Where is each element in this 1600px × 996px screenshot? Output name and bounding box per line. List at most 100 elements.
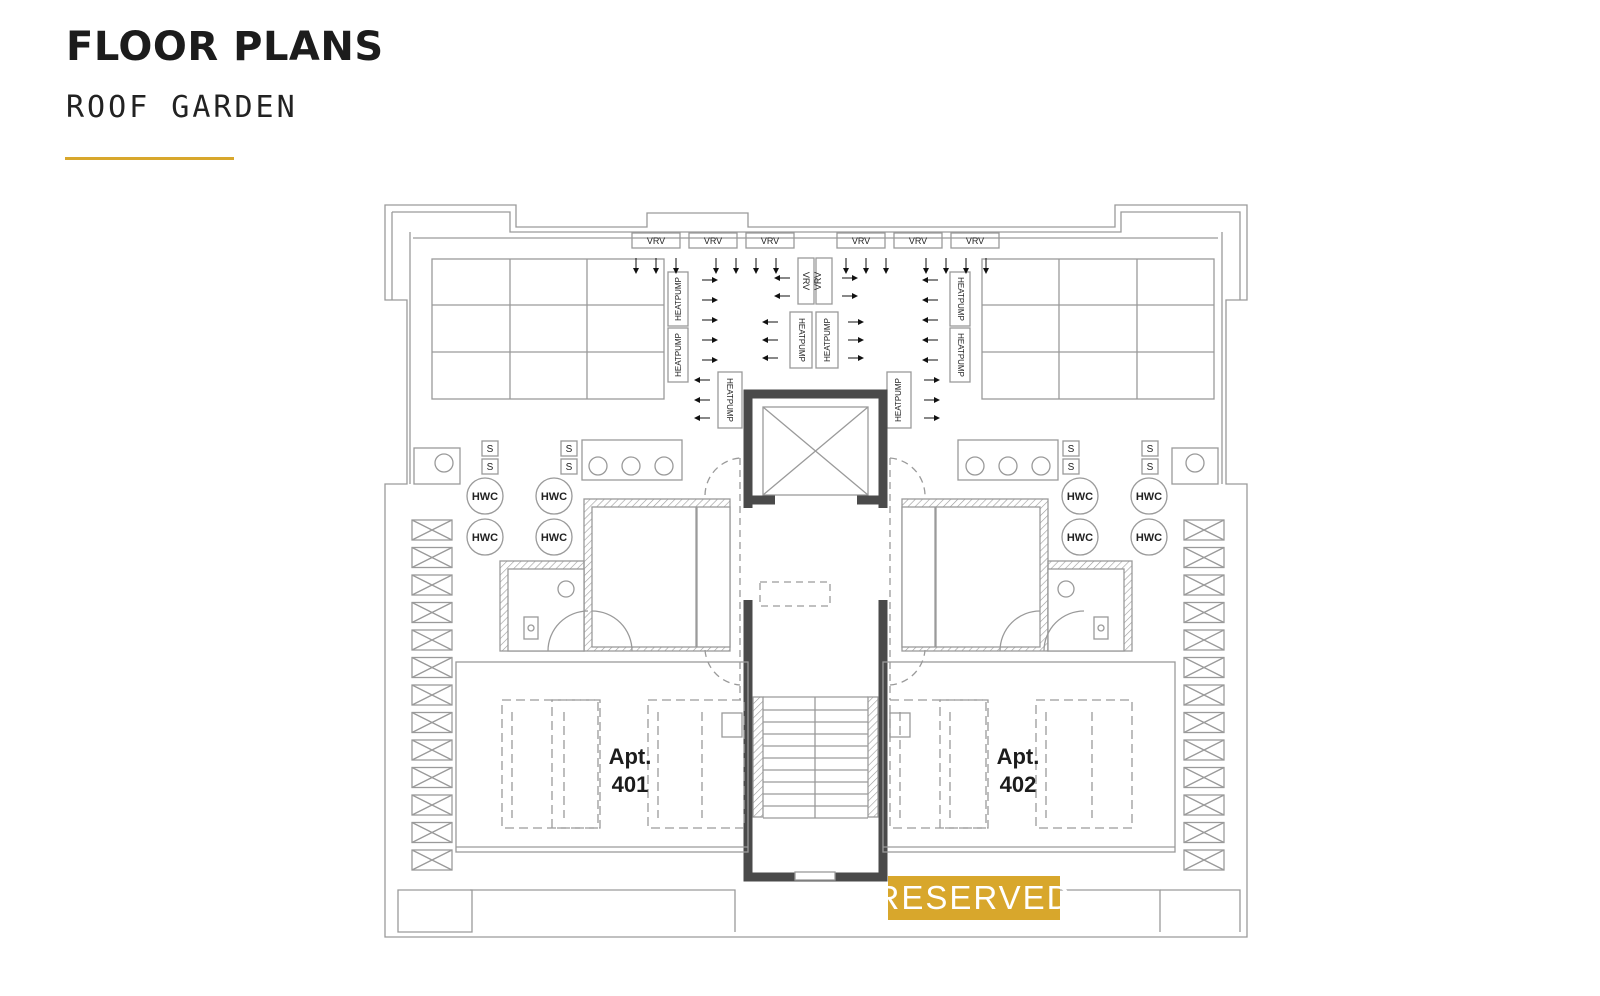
- louvre-slat: [411, 656, 453, 679]
- svg-text:HWC: HWC: [1067, 491, 1093, 503]
- louvre-cross: [411, 711, 453, 734]
- svg-text:S: S: [487, 462, 494, 473]
- stair-core: [743, 600, 888, 882]
- louvre-slat: [411, 601, 453, 624]
- airflow-arrowheads: [633, 268, 989, 421]
- lift-core: [743, 389, 888, 508]
- louvre-panels: [411, 519, 1225, 871]
- louvre-slat: [411, 739, 453, 761]
- louvre-slat: [1183, 546, 1225, 569]
- louvre-slat: [1183, 739, 1225, 761]
- apartment-labels: Apt. 401 Apt. 402: [609, 744, 1040, 797]
- louvre-cross: [1183, 849, 1225, 871]
- louvre-cross: [1183, 574, 1225, 596]
- svg-text:S: S: [1147, 462, 1154, 473]
- page-subtitle: ROOF GARDEN: [66, 90, 298, 125]
- louvre-cross: [1183, 546, 1225, 569]
- hwc-cylinders: HWC HWC HWC HWC HWC HWC HWC HWC: [466, 477, 1168, 556]
- svg-text:S: S: [566, 462, 573, 473]
- louvre-cross: [1183, 821, 1225, 844]
- louvre-cross: [411, 739, 453, 761]
- svg-text:VRV: VRV: [761, 236, 779, 246]
- louvre-cross: [1183, 601, 1225, 624]
- apt-401-label-line1: Apt.: [609, 744, 652, 769]
- svg-text:HWC: HWC: [1136, 532, 1162, 544]
- building-outline: [384, 204, 1248, 938]
- svg-text:HEATPUMP: HEATPUMP: [956, 277, 965, 321]
- svg-text:HEATPUMP: HEATPUMP: [894, 378, 903, 422]
- louvre-cross: [411, 656, 453, 679]
- page-title: FLOOR PLANS: [66, 24, 384, 70]
- tank-units: [413, 439, 1219, 485]
- louvre-cross: [411, 794, 453, 816]
- louvre-cross: [1183, 794, 1225, 816]
- louvre-cross: [411, 821, 453, 844]
- louvre-cross: [411, 629, 453, 651]
- svg-text:HEATPUMP: HEATPUMP: [725, 378, 734, 422]
- svg-text:HEATPUMP: HEATPUMP: [956, 333, 965, 377]
- louvre-slat: [1183, 711, 1225, 734]
- svg-text:VRV: VRV: [704, 236, 722, 246]
- solar-panels-right: [981, 258, 1215, 400]
- louvre-slat: [1183, 601, 1225, 624]
- louvre-slat: [411, 684, 453, 706]
- louvre-slat: [1183, 574, 1225, 596]
- louvre-slat: [1183, 849, 1225, 871]
- louvre-cross: [411, 849, 453, 871]
- apt-401-label-line2: 401: [612, 772, 649, 797]
- louvre-cross: [411, 519, 453, 541]
- svg-text:S: S: [566, 444, 573, 455]
- louvre-cross: [411, 601, 453, 624]
- svg-text:VRV: VRV: [813, 272, 823, 290]
- louvre-slat: [1183, 656, 1225, 679]
- louvre-cross: [411, 546, 453, 569]
- svg-text:HEATPUMP: HEATPUMP: [797, 318, 806, 362]
- vrv-units-vertical: VRV VRV: [797, 257, 833, 305]
- louvre-cross: [1183, 766, 1225, 789]
- svg-text:S: S: [1147, 444, 1154, 455]
- svg-text:HEATPUMP: HEATPUMP: [823, 318, 832, 362]
- svg-text:VRV: VRV: [909, 236, 927, 246]
- louvre-slat: [1183, 821, 1225, 844]
- louvre-slat: [1183, 629, 1225, 651]
- louvre-slat: [1183, 519, 1225, 541]
- louvre-slat: [411, 821, 453, 844]
- door-swings: [704, 457, 926, 700]
- svg-text:VRV: VRV: [852, 236, 870, 246]
- svg-text:HEATPUMP: HEATPUMP: [674, 333, 683, 377]
- louvre-slat: [411, 629, 453, 651]
- louvre-slat: [411, 711, 453, 734]
- louvre-slat: [1183, 766, 1225, 789]
- svg-text:VRV: VRV: [801, 272, 811, 290]
- louvre-slat: [1183, 794, 1225, 816]
- svg-text:HEATPUMP: HEATPUMP: [674, 277, 683, 321]
- louvre-cross: [1183, 684, 1225, 706]
- svg-text:VRV: VRV: [966, 236, 984, 246]
- apt-402-label-line2: 402: [1000, 772, 1037, 797]
- louvre-cross: [1183, 629, 1225, 651]
- svg-text:HWC: HWC: [472, 491, 498, 503]
- reserved-status-badge: RESERVED: [876, 876, 1070, 920]
- louvre-slat: [411, 519, 453, 541]
- louvre-slat: [411, 574, 453, 596]
- svg-text:HWC: HWC: [1136, 491, 1162, 503]
- svg-text:HWC: HWC: [1067, 532, 1093, 544]
- svg-text:HWC: HWC: [541, 532, 567, 544]
- louvre-cross: [1183, 519, 1225, 541]
- svg-text:HWC: HWC: [472, 532, 498, 544]
- heatpump-units: HEATPUMP HEATPUMP HEATPUMP HEATPUMP HEAT…: [667, 271, 971, 429]
- svg-text:S: S: [1068, 444, 1075, 455]
- vrv-units-top: VRV VRV VRV VRV VRV VRV: [631, 232, 1000, 249]
- louvre-cross: [1183, 739, 1225, 761]
- louvre-cross: [411, 766, 453, 789]
- solar-panels-left: [431, 258, 665, 400]
- apt-402-label-line1: Apt.: [997, 744, 1040, 769]
- louvre-slat: [411, 849, 453, 871]
- louvre-cross: [411, 574, 453, 596]
- accent-divider: [65, 157, 234, 160]
- svg-text:S: S: [1068, 462, 1075, 473]
- svg-text:S: S: [487, 444, 494, 455]
- louvre-cross: [411, 684, 453, 706]
- louvre-slat: [1183, 684, 1225, 706]
